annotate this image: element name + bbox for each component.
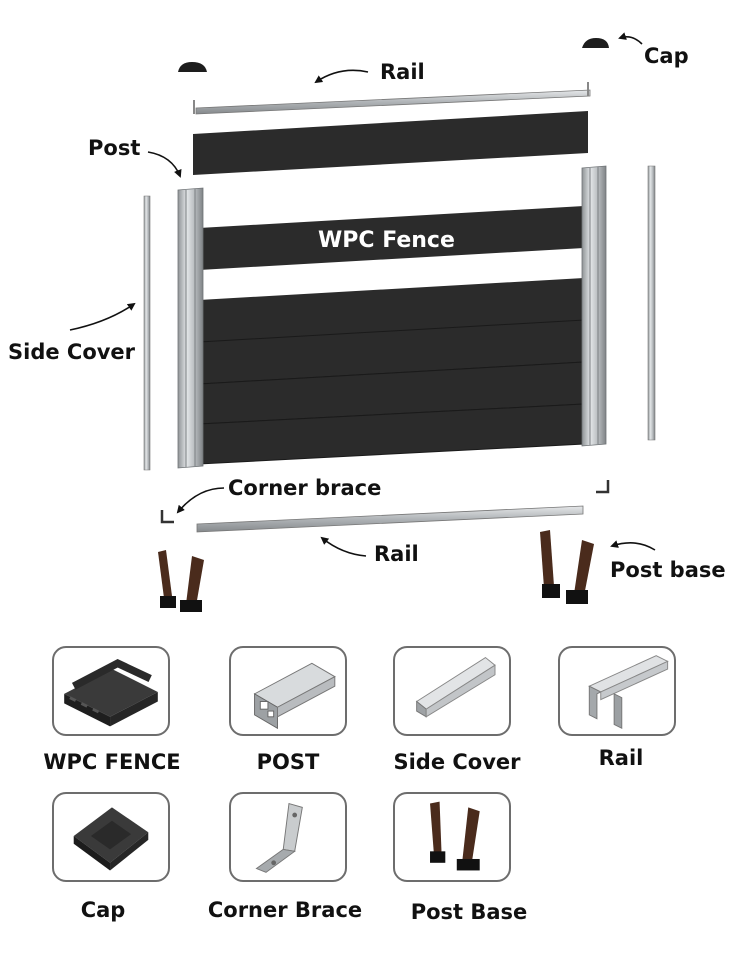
card-wpc-fence <box>52 646 170 736</box>
wpc-board-icon <box>64 659 158 727</box>
card-post <box>229 646 347 736</box>
label-post-base: Post base <box>610 558 726 582</box>
label-wpc-fence: WPC Fence <box>318 228 455 253</box>
post-base-right <box>540 530 594 604</box>
top-rail <box>193 82 591 115</box>
corner-brace-right <box>596 480 610 494</box>
caption-side-cover: Side Cover <box>393 750 521 774</box>
caption-rail: Rail <box>598 746 644 770</box>
cap-left <box>178 62 207 72</box>
cap-right <box>582 38 609 48</box>
post-base-icon <box>430 801 480 871</box>
caption-cap: Cap <box>80 898 126 922</box>
cap-icon <box>73 807 149 871</box>
post-right <box>581 165 607 447</box>
label-side-cover: Side Cover <box>8 340 136 364</box>
card-side-cover <box>393 646 511 736</box>
post-left <box>177 187 204 469</box>
arrow-rail-top <box>314 69 369 84</box>
corner-brace-left <box>160 510 174 524</box>
side-cover-profile-icon <box>415 656 496 718</box>
arrow-rail-bottom <box>320 536 367 557</box>
side-cover-right <box>647 165 656 441</box>
caption-wpc-fence: WPC FENCE <box>43 750 181 774</box>
post-base-left <box>158 550 204 612</box>
card-corner-brace <box>229 792 347 882</box>
arrow-corner-brace <box>176 487 225 514</box>
bottom-rail <box>196 505 584 533</box>
side-cover-left <box>143 195 151 471</box>
caption-corner-brace: Corner Brace <box>207 898 363 922</box>
corner-brace-icon <box>255 802 303 873</box>
label-rail-top: Rail <box>380 60 425 84</box>
wpc-fence-panels <box>198 206 585 465</box>
arrow-post <box>147 151 182 178</box>
label-cap: Cap <box>644 44 689 68</box>
label-rail-bottom: Rail <box>374 542 419 566</box>
arrow-side-cover <box>69 302 136 331</box>
label-post: Post <box>88 136 141 160</box>
card-rail <box>558 646 676 736</box>
caption-post: POST <box>256 750 320 774</box>
top-fence-board <box>193 111 588 175</box>
card-cap <box>52 792 170 882</box>
caption-post-base: Post Base <box>410 900 528 924</box>
card-post-base <box>393 792 511 882</box>
rail-profile-icon <box>588 655 669 730</box>
label-corner-brace: Corner brace <box>228 476 382 500</box>
arrow-cap <box>618 32 643 45</box>
arrow-post-base <box>610 540 656 551</box>
post-profile-icon <box>253 662 336 730</box>
